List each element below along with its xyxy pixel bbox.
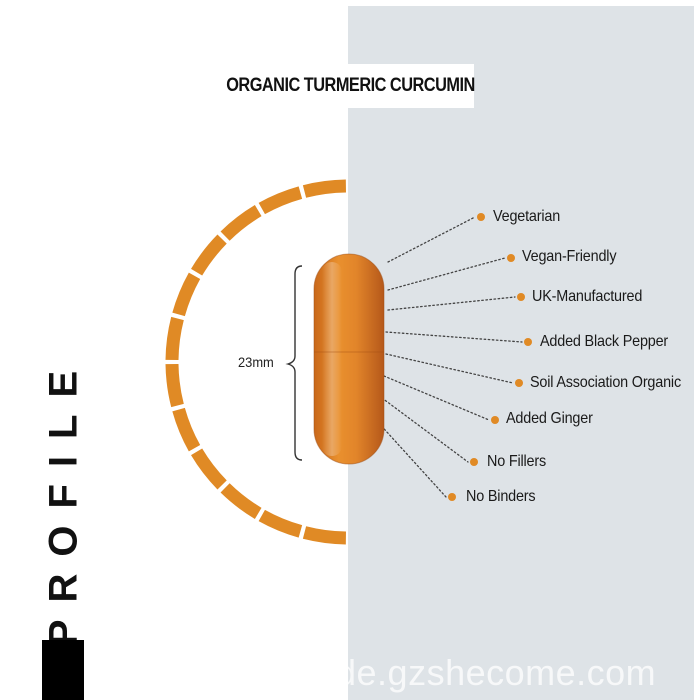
ring-segment bbox=[302, 526, 347, 545]
ring-segment bbox=[258, 186, 303, 215]
ring-segment bbox=[220, 483, 262, 519]
bullet-dot bbox=[491, 416, 499, 424]
dotted-leader-lines bbox=[375, 216, 523, 498]
bullet-dot bbox=[517, 293, 525, 301]
ring-segment bbox=[165, 363, 184, 408]
ring-segment bbox=[302, 179, 347, 198]
profile-side-label: PROFILE bbox=[41, 353, 86, 647]
leader-line bbox=[385, 331, 523, 343]
product-title: ORGANIC TURMERIC CURCUMIN bbox=[225, 75, 475, 96]
ring-segment bbox=[220, 205, 262, 241]
feature-label-no-fillers: No Fillers bbox=[487, 453, 547, 470]
feature-bullets bbox=[448, 213, 532, 501]
leader-line bbox=[383, 375, 490, 421]
title-box: ORGANIC TURMERIC CURCUMIN bbox=[225, 64, 475, 108]
leader-line bbox=[381, 397, 469, 463]
leader-line bbox=[387, 296, 516, 311]
feature-label-vegan-friendly: Vegan-Friendly bbox=[522, 248, 617, 265]
ring-segment bbox=[191, 234, 227, 276]
leader-line bbox=[385, 353, 514, 384]
bullet-dot bbox=[477, 213, 485, 221]
ring-segment bbox=[172, 407, 201, 452]
ring-segment bbox=[258, 509, 303, 538]
bullet-dot bbox=[515, 379, 523, 387]
feature-label-soil-association-organic: Soil Association Organic bbox=[530, 374, 681, 391]
feature-label-added-ginger: Added Ginger bbox=[506, 410, 593, 427]
watermark-text: de.gzshecome.com bbox=[336, 652, 657, 693]
leader-line bbox=[387, 216, 476, 263]
leader-line bbox=[387, 257, 506, 291]
feature-label-no-binders: No Binders bbox=[466, 488, 536, 505]
feature-label-uk-manufactured: UK-Manufactured bbox=[532, 288, 643, 305]
feature-label-added-black-pepper: Added Black Pepper bbox=[540, 333, 669, 350]
ring-segment bbox=[165, 316, 184, 361]
leader-line bbox=[375, 419, 447, 498]
orange-half-ring bbox=[165, 179, 347, 545]
top-border bbox=[0, 0, 700, 6]
grey-background-panel bbox=[348, 6, 694, 700]
bullet-dot bbox=[448, 493, 456, 501]
turmeric-capsule bbox=[313, 253, 385, 465]
ring-segment bbox=[172, 272, 201, 317]
black-accent-bar bbox=[42, 640, 84, 700]
feature-label-vegetarian: Vegetarian bbox=[493, 208, 561, 225]
bullet-dot bbox=[507, 254, 515, 262]
bullet-dot bbox=[524, 338, 532, 346]
capsule-size-label: 23mm bbox=[238, 354, 274, 370]
ring-segment bbox=[191, 448, 227, 490]
bullet-dot bbox=[470, 458, 478, 466]
size-bracket bbox=[285, 265, 303, 461]
